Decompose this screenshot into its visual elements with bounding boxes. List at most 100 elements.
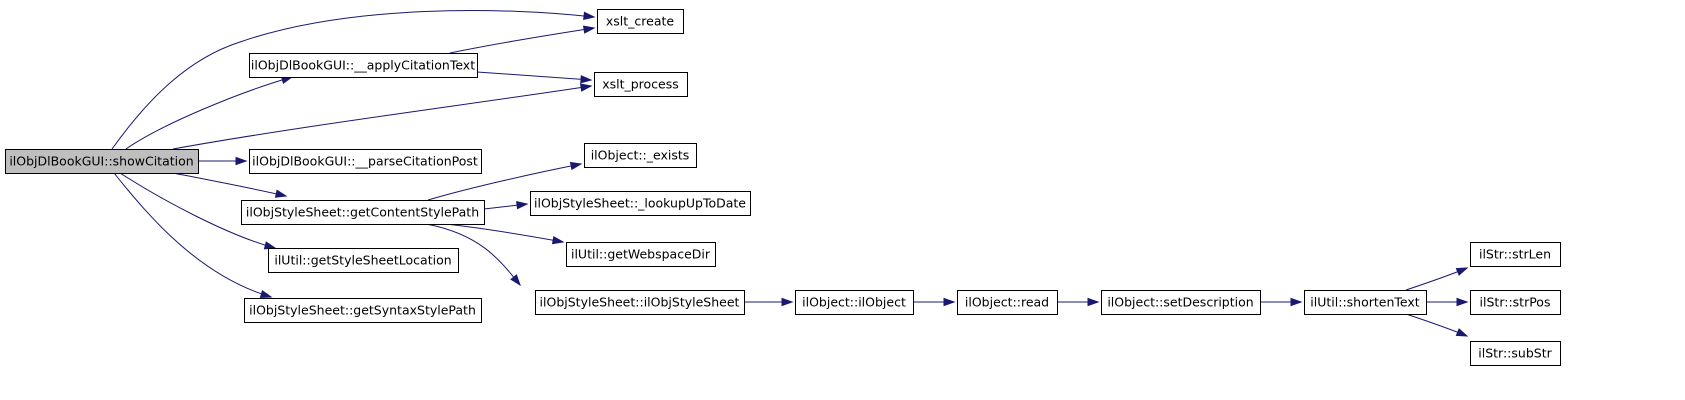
node-label: ilObject::read xyxy=(965,295,1049,310)
edge-showCitation-to-parseCitationPost xyxy=(198,156,248,166)
node-label: ilUtil::shortenText xyxy=(1310,295,1419,310)
node-box[interactable] xyxy=(957,290,1058,315)
node-box[interactable] xyxy=(1470,242,1561,267)
edge-line xyxy=(119,172,276,249)
edge-read-to-setDescription xyxy=(1057,297,1100,307)
node-showCitation[interactable]: ilObjDlBookGUI::showCitation xyxy=(5,149,199,174)
node-xslt_process[interactable]: xslt_process xyxy=(594,72,688,97)
node-getContentStylePath[interactable]: ilObjStyleSheet::getContentStylePath xyxy=(241,200,485,225)
edge-getContentStylePath-to-lookupUpToDate xyxy=(483,201,529,210)
edge-shortenText-to-strLen xyxy=(1405,267,1469,291)
node-box[interactable] xyxy=(795,290,914,315)
edge-arrowhead xyxy=(1455,328,1469,337)
node-box[interactable] xyxy=(244,298,482,323)
edge-arrowhead xyxy=(263,241,277,250)
node-box[interactable] xyxy=(249,53,478,78)
node-label: ilObjStyleSheet::getSyntaxStylePath xyxy=(249,303,476,318)
node-label: ilUtil::getWebspaceDir xyxy=(571,247,711,262)
edge-line xyxy=(111,9,595,150)
edge-arrowhead xyxy=(579,83,593,92)
edge-arrowhead xyxy=(1290,297,1303,307)
node-box[interactable] xyxy=(241,200,485,225)
node-getStyleSheetLocation[interactable]: ilUtil::getStyleSheetLocation xyxy=(268,248,459,273)
node-strLen[interactable]: ilStr::strLen xyxy=(1470,242,1561,267)
edge-ilObjStyleSheetCtor-to-ilObjectCtor xyxy=(744,297,794,307)
node-box[interactable] xyxy=(268,248,459,273)
node-box[interactable] xyxy=(594,72,688,97)
nodes-layer: ilObjDlBookGUI::showCitation ilObjDlBookG… xyxy=(5,9,1561,366)
node-box[interactable] xyxy=(1470,290,1561,315)
node-label: ilObjDlBookGUI::__parseCitationPost xyxy=(252,154,478,169)
edge-arrowhead xyxy=(781,297,794,307)
edges-layer xyxy=(111,9,1469,337)
edge-shortenText-to-subStr xyxy=(1405,313,1469,337)
edge-getContentStylePath-to-getWebspaceDir xyxy=(445,223,565,245)
edge-showCitation-to-getContentStylePath xyxy=(172,172,288,198)
node-lookupUpToDate[interactable]: ilObjStyleSheet::_lookupUpToDate xyxy=(530,191,751,216)
node-box[interactable] xyxy=(535,290,745,315)
node-ilObjStyleSheetCtor[interactable]: ilObjStyleSheet::ilObjStyleSheet xyxy=(535,290,745,315)
edge-line xyxy=(113,172,272,298)
node-label: xslt_create xyxy=(606,14,675,29)
node-label: ilUtil::getStyleSheetLocation xyxy=(274,253,451,268)
node-label: ilObjDlBookGUI::showCitation xyxy=(9,154,193,169)
edge-arrowhead xyxy=(516,201,529,210)
node-getSyntaxStylePath[interactable]: ilObjStyleSheet::getSyntaxStylePath xyxy=(244,298,482,323)
edge-arrowhead xyxy=(1087,297,1100,307)
edge-arrowhead xyxy=(582,25,596,34)
node-label: ilObjStyleSheet::getContentStylePath xyxy=(246,205,479,220)
edge-line xyxy=(172,172,287,197)
edge-arrowhead xyxy=(1456,297,1469,307)
node-box[interactable] xyxy=(249,149,482,174)
node-box[interactable] xyxy=(1304,290,1427,315)
node-box[interactable] xyxy=(1101,290,1261,315)
edge-arrowhead xyxy=(259,289,273,299)
edge-showCitation-to-getStyleSheetLocation xyxy=(119,172,277,250)
node-label: ilObject::_exists xyxy=(591,148,690,163)
node-xslt_create[interactable]: xslt_create xyxy=(597,9,684,34)
node-label: ilObjStyleSheet::_lookupUpToDate xyxy=(534,196,746,211)
node-box[interactable] xyxy=(566,242,716,267)
node-box[interactable] xyxy=(584,143,697,168)
node-parseCitationPost[interactable]: ilObjDlBookGUI::__parseCitationPost xyxy=(249,149,482,174)
edge-getContentStylePath-to-ilObjStyleSheetCtor xyxy=(425,223,521,287)
edge-arrowhead xyxy=(943,297,956,307)
node-read[interactable]: ilObject::read xyxy=(957,290,1058,315)
edge-arrowhead xyxy=(551,235,565,245)
edge-line xyxy=(445,223,564,243)
edge-line xyxy=(172,85,592,150)
edge-line xyxy=(449,27,595,54)
edge-arrowhead xyxy=(235,156,248,166)
edge-showCitation-to-applyCitationText xyxy=(125,75,294,150)
edge-arrowhead xyxy=(569,161,583,171)
edge-showCitation-to-getSyntaxStylePath xyxy=(113,172,273,299)
node-exists[interactable]: ilObject::_exists xyxy=(584,143,697,168)
node-getWebspaceDir[interactable]: ilUtil::getWebspaceDir xyxy=(566,242,716,267)
node-setDescription[interactable]: ilObject::setDescription xyxy=(1101,290,1261,315)
node-subStr[interactable]: ilStr::subStr xyxy=(1470,341,1561,366)
node-label: xslt_process xyxy=(602,77,679,92)
edge-shortenText-to-strPos xyxy=(1426,297,1469,307)
node-label: ilStr::subStr xyxy=(1478,346,1552,361)
node-label: ilObject::ilObject xyxy=(802,295,906,310)
edge-applyCitationText-to-xslt_process xyxy=(476,71,593,84)
edge-arrowhead xyxy=(274,189,288,198)
node-label: ilObjDlBookGUI::__applyCitationText xyxy=(251,58,475,73)
node-box[interactable] xyxy=(530,191,751,216)
node-box[interactable] xyxy=(5,149,199,174)
edge-ilObjectCtor-to-read xyxy=(913,297,956,307)
edge-arrowhead xyxy=(1455,267,1469,276)
edge-arrowhead xyxy=(510,274,521,287)
edge-arrowhead xyxy=(583,11,596,21)
node-label: ilObject::setDescription xyxy=(1107,295,1253,310)
node-applyCitationText[interactable]: ilObjDlBookGUI::__applyCitationText xyxy=(249,53,478,78)
node-shortenText[interactable]: ilUtil::shortenText xyxy=(1304,290,1427,315)
node-box[interactable] xyxy=(597,9,684,34)
node-strPos[interactable]: ilStr::strPos xyxy=(1470,290,1561,315)
edge-line xyxy=(427,163,582,201)
node-box[interactable] xyxy=(1470,341,1561,366)
node-label: ilObjStyleSheet::ilObjStyleSheet xyxy=(540,295,740,310)
node-ilObjectCtor[interactable]: ilObject::ilObject xyxy=(795,290,914,315)
edge-setDescription-to-shortenText xyxy=(1260,297,1303,307)
